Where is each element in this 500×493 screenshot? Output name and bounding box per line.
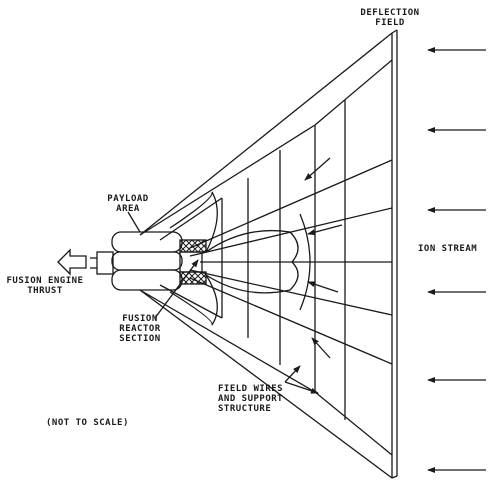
fusion-reactor-section-label-line-3: SECTION (119, 334, 161, 344)
fusion-reactor-section-label-line-2: REACTOR (119, 324, 161, 334)
deflection-field-plate (391, 29, 398, 479)
fusion-reactor-section-label-line-1: FUSION (122, 314, 158, 324)
ion-stream-arrows (427, 47, 486, 473)
field-wires (159, 159, 393, 365)
field-wires-label-line-2: AND SUPPORT (218, 394, 284, 404)
field-wires-label-line-1: FIELD WIRES (218, 384, 284, 394)
support-ribs (221, 100, 346, 420)
payload-area-modules (90, 231, 183, 291)
fusion-engine-thrust-label: FUSION ENGINE THRUST (2, 276, 88, 296)
not-to-scale-note: (NOT TO SCALE) (46, 418, 129, 428)
fusion-reactor-section-label: FUSION REACTOR SECTION (110, 314, 170, 344)
inner-cone-wires (169, 191, 311, 326)
field-direction-arrows (304, 157, 343, 359)
thrust-arrow (57, 248, 87, 276)
field-wires-label-line-3: STRUCTURE (218, 404, 272, 414)
payload-area-label-line-2: AREA (116, 204, 140, 214)
field-wires-label: FIELD WIRES AND SUPPORT STRUCTURE (218, 384, 283, 414)
deflection-field-label: DEFLECTION FIELD (350, 8, 430, 28)
fusion-engine-thrust-label-line-2: THRUST (27, 286, 63, 296)
deflection-field-label-line-2: FIELD (375, 18, 405, 28)
outer-funnel-structure (139, 32, 393, 479)
leader-lines (127, 211, 319, 394)
deflection-field-label-line-1: DEFLECTION (360, 8, 420, 18)
payload-area-label-line-1: PAYLOAD (107, 194, 149, 204)
payload-area-label: PAYLOAD AREA (98, 194, 158, 214)
fusion-reactor-section (179, 239, 207, 285)
ion-stream-label: ION STREAM (418, 244, 478, 254)
fusion-engine-thrust-label-line-1: FUSION ENGINE (6, 276, 84, 286)
